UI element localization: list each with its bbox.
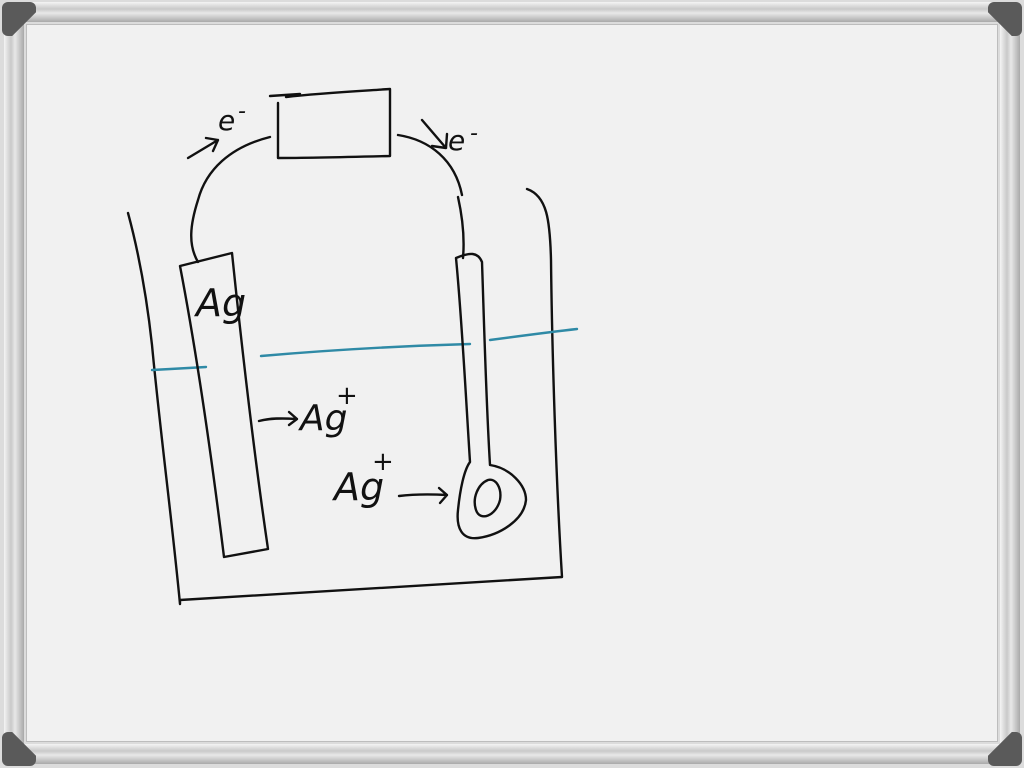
wire-right [396, 133, 464, 197]
solution-surface-left [150, 365, 208, 372]
ion-deposit-arrow [397, 486, 449, 505]
cathode-object [454, 252, 528, 540]
ion-deposited-charge: + [372, 447, 394, 477]
anode-label: Ag [193, 281, 246, 325]
solution-surface-middle [259, 342, 472, 358]
ion-deposited-label: Ag [331, 465, 384, 509]
ion-release-arrow [257, 410, 299, 427]
ion-released-label: Ag [298, 398, 347, 439]
power-source-box [276, 87, 392, 160]
beaker-outline [126, 187, 564, 606]
wire-right-lower [456, 195, 465, 260]
electron-arrow-left [186, 136, 220, 160]
solution-surface-right [488, 327, 579, 342]
electron-charge-left: - [238, 99, 246, 124]
silver-anode-strip [178, 251, 270, 559]
power-source-top-edge [268, 92, 302, 98]
electron-arrow-right [420, 118, 449, 150]
board-frame-right [1000, 18, 1020, 750]
cathode-loop-inner [473, 478, 502, 518]
board-frame-bottom [18, 744, 1006, 764]
electron-charge-right: - [470, 121, 478, 146]
ion-released-charge: + [336, 381, 358, 411]
wire-left [190, 135, 272, 264]
board-surface [26, 24, 998, 742]
board-frame-left [4, 18, 24, 750]
electron-label-left: e [218, 104, 235, 137]
board-frame-top [18, 2, 1006, 22]
electron-label-right: e [448, 124, 465, 157]
